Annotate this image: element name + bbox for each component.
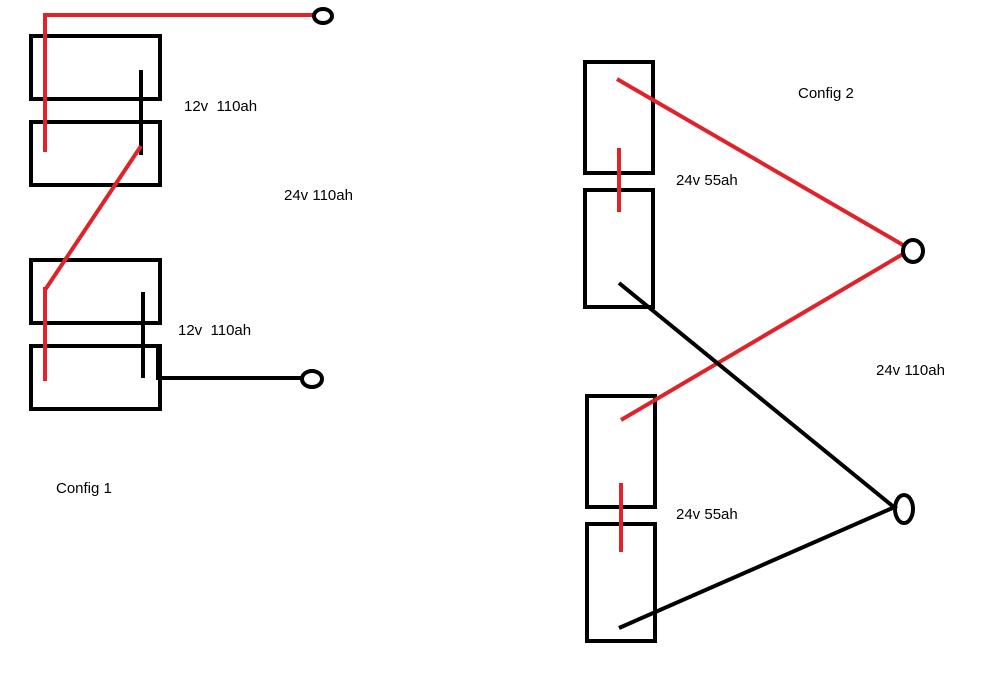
config1-title: Config 1 (56, 480, 112, 497)
config1-lower-pair-label: 12v 110ah (178, 322, 252, 339)
config2-upper-pair-label: 24v 55ah (676, 172, 738, 189)
config1-negative-terminal (300, 369, 324, 389)
config2-top-positive-lead (615, 77, 905, 247)
config1-series-link (43, 144, 143, 292)
config1-negative-lead (156, 347, 303, 380)
config2-total-label: 24v 110ah (876, 362, 945, 379)
config2-negative-terminal (893, 493, 915, 525)
config1-battery-1 (29, 34, 162, 101)
config2-wiring (615, 77, 925, 630)
config2-positive-terminal (901, 238, 925, 264)
config1-battery-2 (29, 120, 162, 187)
config1-upper-pair-label: 12v 110ah (184, 98, 258, 115)
config2-lower-pair-label: 24v 55ah (676, 506, 738, 523)
config2-bottom-positive-lead (619, 252, 905, 422)
config2-bottom-negative-lead (618, 504, 898, 630)
config1-positive-lead (43, 13, 315, 100)
config1-battery-3 (29, 258, 162, 325)
config1-total-label: 24v 110ah (284, 187, 353, 204)
config2-top-negative-lead (617, 281, 897, 510)
config1-battery-4 (29, 344, 162, 411)
config2-title: Config 2 (798, 85, 854, 102)
config1-positive-terminal (312, 7, 334, 25)
config1-wiring (43, 7, 334, 389)
